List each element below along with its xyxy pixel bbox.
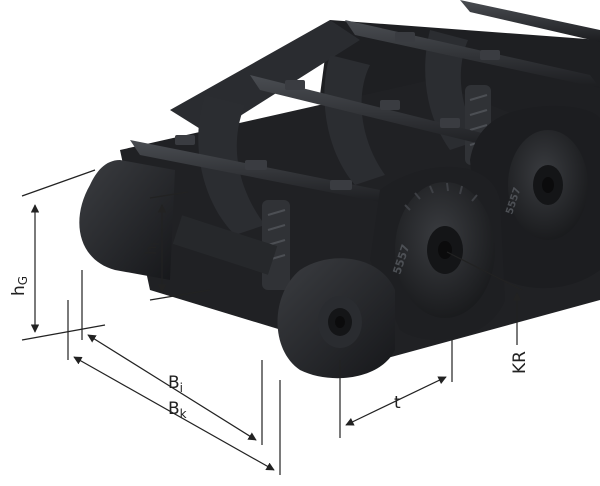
dim-t (345, 376, 447, 426)
label-t: t (394, 393, 401, 413)
label-Bi: Bi (168, 373, 183, 395)
label-hG: hG (9, 276, 30, 296)
dimension-labels: hG hi Bi Bk t KR (9, 242, 530, 421)
label-Bk: Bk (168, 399, 187, 421)
label-hi: hi (142, 242, 162, 255)
top-crossbars (130, 0, 600, 205)
dim-Bk (73, 356, 275, 471)
label-KR: KR (510, 351, 530, 374)
end-cap-left (79, 160, 175, 280)
side-links: 5557 5557 (277, 105, 600, 379)
dimension-lines (21, 169, 523, 475)
comb-strip (172, 215, 278, 275)
